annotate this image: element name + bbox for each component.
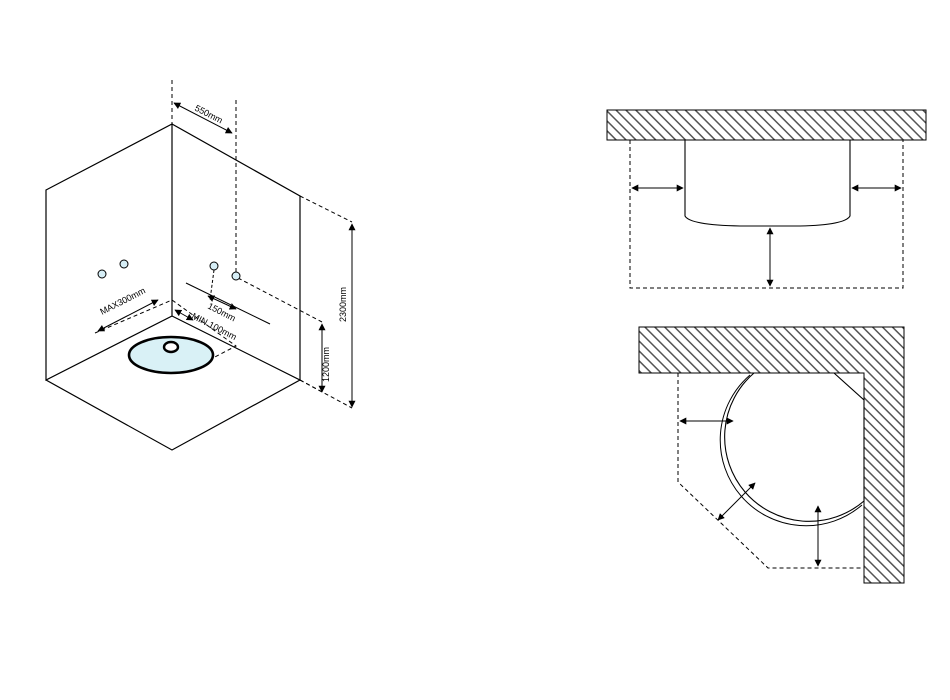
arrow-diagonal-clearance [718, 483, 755, 520]
valve-left-2 [120, 260, 128, 268]
valve-right-2 [232, 272, 240, 280]
valve-right-1 [210, 262, 218, 270]
label-1200: 1200mm [321, 347, 331, 382]
corner-cabin-edge [720, 375, 862, 526]
valve-left-1 [98, 270, 106, 278]
plan-view-wall [607, 110, 926, 288]
ext-line-top [300, 196, 352, 222]
label-max300: MAX300mm [98, 285, 147, 316]
wall-hatched [607, 110, 926, 140]
corner-cabin-outline [725, 373, 864, 521]
isometric-view [46, 80, 352, 450]
cabin-outline [685, 140, 850, 226]
clearance-zone [630, 140, 903, 288]
drain-hole [164, 342, 178, 352]
label-2300: 2300mm [338, 287, 348, 322]
corner-clearance-zone [678, 373, 864, 568]
label-550: 550mm [193, 103, 224, 126]
floor-outline [46, 380, 300, 450]
plan-view-corner [639, 327, 904, 583]
ext-line-valve [238, 278, 322, 322]
ext-line-floor [300, 380, 322, 392]
